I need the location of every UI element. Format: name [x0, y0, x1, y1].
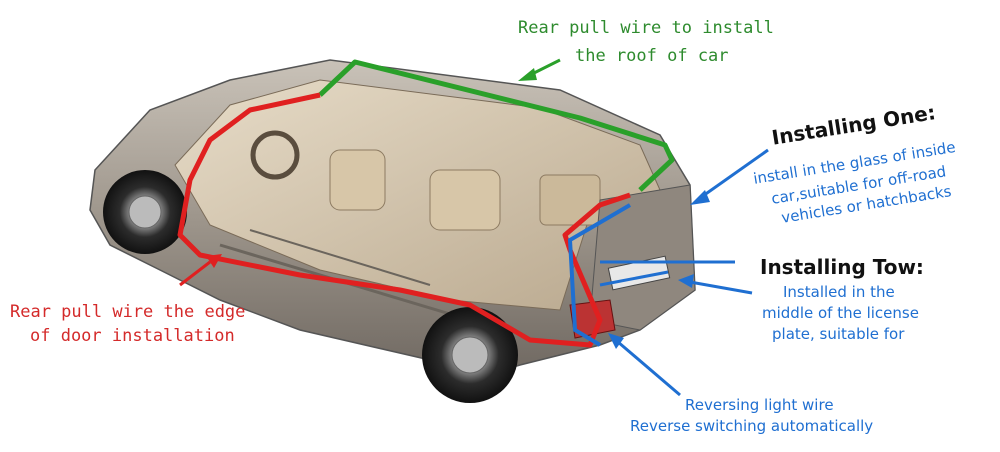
roof-wire — [318, 59, 675, 192]
arrow-reverse — [608, 333, 681, 397]
roof-label-line2: the roof of car — [575, 46, 729, 66]
arrow-roof — [518, 58, 561, 81]
install-two-title: Installing Tow: — [760, 255, 924, 279]
install-two-line1: Installed in the — [783, 283, 895, 301]
front-seat — [329, 149, 386, 211]
reverse-line2: Reverse switching automatically — [630, 417, 874, 435]
blue-wire-window — [567, 203, 632, 347]
arrow-install-one — [690, 148, 769, 205]
install-two-line2: middle of the license — [762, 304, 919, 322]
front-wheel — [103, 170, 187, 254]
roof-label-line1: Rear pull wire to install — [518, 18, 774, 38]
door-label-line1: Rear pull wire the edge — [10, 302, 246, 322]
door-edge-wire — [177, 92, 631, 348]
arrow-install-two — [678, 274, 753, 295]
steering-wheel — [250, 130, 300, 180]
arrow-door — [179, 254, 222, 287]
door-label-line2: of door installation — [30, 326, 235, 346]
blue-wire-plate — [599, 270, 669, 287]
reverse-line1: Reversing light wire — [685, 396, 834, 414]
rear-wheel — [422, 307, 518, 403]
cargo-area — [539, 174, 601, 226]
install-two-line3: plate, suitable for — [772, 325, 905, 343]
rear-seat — [429, 169, 501, 231]
